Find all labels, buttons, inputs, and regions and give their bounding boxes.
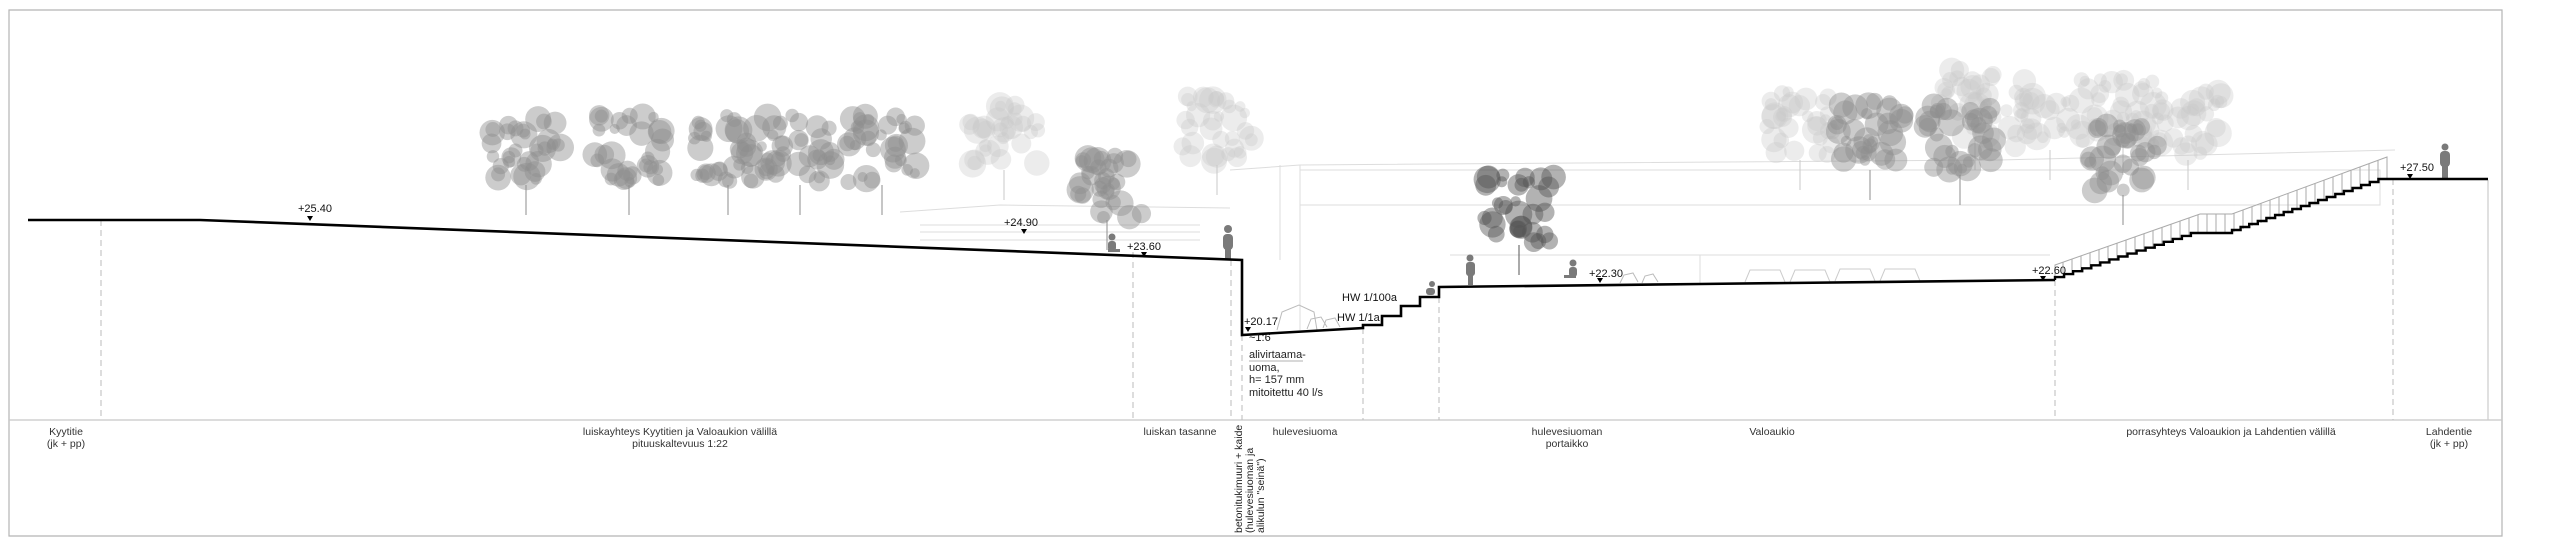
level-label: +23.60: [1127, 241, 1161, 253]
tree-icon: [1930, 57, 2022, 170]
zone-kyytitie: Kyytitie(jk + pp): [47, 426, 85, 450]
hw-1a-label: HW 1/1a: [1337, 312, 1380, 324]
note-line: h= 157 mm: [1249, 374, 1305, 386]
tree-icon: [582, 103, 675, 215]
zone-label: Lahdentie: [2425, 426, 2473, 438]
tree-icon: [958, 92, 1050, 200]
zone-label: portaikko: [1545, 438, 1589, 450]
tree-icon: [1473, 164, 1566, 275]
tree-icon: [2077, 69, 2163, 175]
tree-icon: [1173, 86, 1264, 195]
trees: [479, 57, 2234, 275]
note-line: alikulun "seinä"): [1255, 458, 1267, 533]
drawing-frame: [8, 9, 2503, 537]
zone-landing: luiskan tasanne: [1143, 426, 1217, 438]
level-label: +27.50: [2400, 162, 2434, 174]
level-label: +25.40: [298, 203, 332, 215]
tree-icon: [1066, 145, 1152, 250]
hw-100a-label: HW 1/100a: [1342, 292, 1398, 304]
zone-label: luiskayhteys Kyytitien ja Valoaukion väl…: [582, 426, 778, 438]
person-seated-icon: [1426, 281, 1435, 295]
boulders: [1276, 268, 1921, 331]
tree-icon: [2004, 69, 2096, 180]
zone-square: Valoaukio: [1749, 426, 1795, 438]
person-seated-icon: [1108, 233, 1120, 252]
people: [1108, 143, 2450, 295]
zone-label: (jk + pp): [46, 438, 86, 450]
railing-stairs: [2054, 156, 2388, 280]
note-line: alivirtaama-: [1249, 349, 1306, 361]
slope-label: ~1:6: [1249, 332, 1271, 344]
zone-label: hulevesiuoman: [1531, 426, 1603, 438]
tree-icon: [479, 106, 575, 215]
zone-channel: hulevesiuoma: [1272, 426, 1338, 438]
person-standing-icon: [2440, 143, 2450, 179]
zone-label: (jk + pp): [2429, 438, 2469, 450]
background-structures: [899, 149, 2396, 330]
stairs-profile: [2053, 177, 2387, 280]
zone-label: Kyytitie: [49, 426, 83, 438]
level-label: +22.30: [1589, 268, 1623, 280]
zone-dividers: [100, 179, 2394, 420]
tree-icon: [2139, 79, 2234, 190]
terrain-profile-line: [28, 218, 2056, 337]
tree-icon: [1759, 85, 1841, 190]
person-standing-icon: [1466, 254, 1475, 285]
person-seated-icon: [1564, 259, 1577, 278]
note-line: uoma,: [1249, 361, 1280, 374]
zone-stairs: porrasyhteys Valoaukion ja Lahdentien vä…: [2126, 426, 2336, 438]
person-standing-icon: [1223, 225, 1233, 260]
level-label: +20.17: [1244, 316, 1278, 328]
tree-icon: [753, 103, 845, 215]
note-line: mitoitettu 40 l/s: [1249, 386, 1323, 399]
zone-label: pituuskaltevuus 1:22: [632, 438, 728, 450]
zone-lahdentie: Lahdentie(jk + pp): [2426, 426, 2472, 450]
tree-icon: [2079, 113, 2167, 225]
level-label: +22.60: [2032, 265, 2066, 277]
tree-icon: [1825, 92, 1914, 200]
channel-note: alivirtaama- uoma, h= 157 mm mitoitettu …: [1249, 349, 1323, 399]
level-label: +24.90: [1004, 217, 1038, 229]
tree-icon: [687, 109, 770, 215]
zone-ramp: luiskayhteys Kyytitien ja Valoaukion väl…: [583, 426, 777, 450]
wall-note: betonitukimuuri + kaide (hulevesiuoman j…: [1233, 425, 1267, 533]
level-markers: [307, 174, 2413, 332]
tree-icon: [836, 103, 930, 215]
tree-icon: [1913, 93, 2006, 205]
